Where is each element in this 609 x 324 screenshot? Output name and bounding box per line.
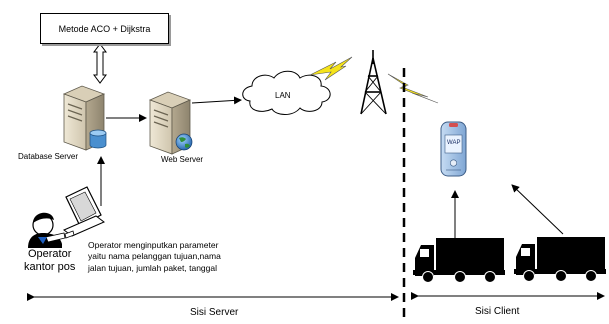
operator-icon xyxy=(28,212,75,248)
operator-label-line2: kantor pos xyxy=(24,260,76,273)
globe-icon xyxy=(175,133,193,151)
client-side-label: Sisi Client xyxy=(475,306,520,317)
method-db-link-arrow xyxy=(93,43,107,84)
cloud-icon xyxy=(242,70,331,115)
operator-description-line: jalan tujuan, jumlah paket, tanggal xyxy=(88,262,218,273)
database-server-label: Database Server xyxy=(18,152,79,161)
phone-icon xyxy=(440,121,467,177)
lan-label: LAN xyxy=(275,91,291,100)
truck2-to-phone-arrow xyxy=(511,184,564,235)
method-box-label: Metode ACO + Dijkstra xyxy=(58,23,151,34)
operator-description-line: yaitu nama pelanggan tujuan,nama xyxy=(88,251,221,262)
tower-icon xyxy=(360,50,387,115)
truck-icon xyxy=(413,238,505,283)
lightning-icon xyxy=(387,73,439,104)
monitor-icon xyxy=(63,186,105,237)
server-side-label: Sisi Server xyxy=(190,307,239,318)
operator-label: Operator kantor pos xyxy=(24,248,75,273)
web-to-lan-arrow xyxy=(191,96,242,105)
operator-label-line1: Operator xyxy=(27,248,72,260)
web-server-label: Web Server xyxy=(161,155,204,164)
web-server-icon xyxy=(148,91,193,155)
lightning-icon xyxy=(309,56,353,81)
operator-description-line: Operator menginputkan parameter xyxy=(88,240,219,250)
method-box: Metode ACO + Dijkstra xyxy=(40,13,169,44)
truck-icon xyxy=(514,237,606,282)
operator-description: Operator menginputkan parameter yaitu na… xyxy=(88,240,221,274)
database-icon xyxy=(89,129,107,149)
phone-screen-text: WAP xyxy=(447,140,461,146)
database-server-icon xyxy=(62,85,107,151)
